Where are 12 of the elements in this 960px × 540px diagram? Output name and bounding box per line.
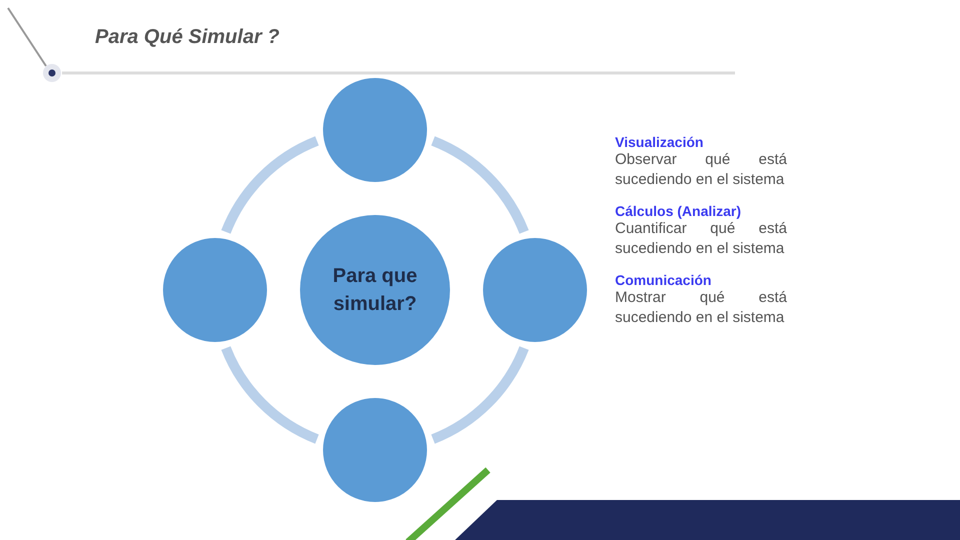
slide-title: Para Qué Simular ? (95, 26, 280, 49)
section-heading: Visualización (615, 134, 704, 150)
ring-connector (221, 136, 320, 234)
ring-connector (430, 136, 529, 234)
ring-connector (430, 346, 529, 444)
ring-connector (221, 346, 320, 444)
section-heading: Comunicación (615, 272, 712, 288)
description-text: Mostrar qué está sucediendo en el sistema (615, 288, 787, 327)
circle-label: Para que simular? (332, 264, 418, 317)
description-text: Cuantificar qué está sucediendo en el sistema (615, 219, 787, 258)
description-text: Observar qué está sucediendo en el sistema (615, 150, 787, 189)
section-heading: Cálculos (Analizar) (615, 203, 742, 219)
